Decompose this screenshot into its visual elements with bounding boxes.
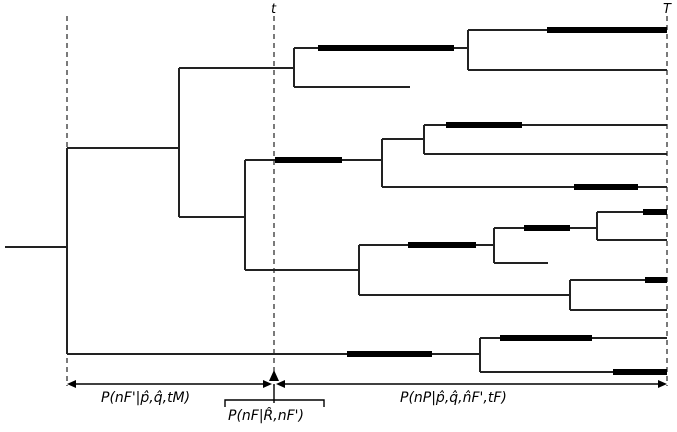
time-label-t: t	[271, 2, 277, 17]
time-label-T: T	[663, 2, 672, 17]
tree-branches	[5, 29, 667, 373]
annotation-arrows	[67, 370, 667, 407]
label-left-probability: P(nF'|p̂,q̂,tM)	[101, 390, 190, 406]
label-right-probability: P(nP|p̂,q̂,n̂F',tF)	[400, 390, 507, 406]
bracket-middle	[224, 399, 325, 407]
highlighted-branch-segments	[275, 27, 667, 375]
label-middle-probability: P(nF|R̂,nF')	[228, 407, 304, 424]
